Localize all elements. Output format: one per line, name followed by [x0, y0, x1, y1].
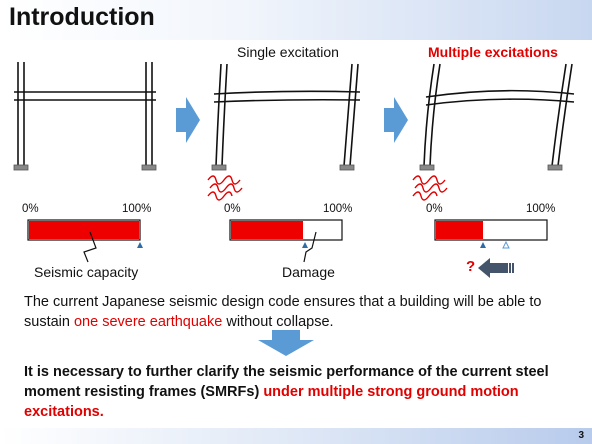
- bar1-right-label: 100%: [122, 203, 152, 215]
- marker-3-outline: [502, 240, 510, 249]
- capacity-bar-2-fill: [231, 221, 303, 239]
- leader-seismic-capacity: [83, 231, 97, 263]
- bar2-left-label: 0%: [224, 203, 241, 215]
- bar3-left-label: 0%: [426, 203, 443, 215]
- marker-1: [137, 242, 143, 248]
- right-arrow-1: [176, 97, 200, 143]
- title-bar: [0, 0, 592, 40]
- frame-undamaged: [14, 62, 156, 166]
- label-single-excitation: Single excitation: [237, 44, 339, 60]
- bar2-right-label: 100%: [323, 203, 353, 215]
- marker-3-filled: [480, 242, 486, 248]
- design-code-paragraph: The current Japanese seismic design code…: [24, 292, 584, 332]
- frame-single: [213, 63, 361, 167]
- marker-2: [302, 242, 308, 248]
- bar3-right-label: 100%: [526, 203, 556, 215]
- conclusion-text: It is necessary to further clarify the s…: [24, 364, 549, 400]
- question-mark: ?: [466, 258, 476, 275]
- label-seismic-capacity: Seismic capacity: [34, 264, 139, 280]
- footer-bar: [0, 428, 592, 444]
- bar1-left-label: 0%: [22, 203, 39, 215]
- label-multiple-excitations: Multiple excitations: [428, 44, 558, 60]
- leader-damage: [303, 231, 317, 263]
- back-arrow: [478, 258, 514, 278]
- slide-title: Introduction: [9, 3, 155, 31]
- conclusion-paragraph: It is necessary to further clarify the s…: [24, 362, 584, 422]
- capacity-bar-1-fill: [29, 221, 139, 239]
- ground-motion-wave-1: [207, 175, 243, 201]
- ground-motion-wave-2: [412, 175, 448, 201]
- frames-diagram: [13, 62, 575, 278]
- page-number: 3: [578, 430, 584, 441]
- paragraph-text: The current Japanese seismic design code…: [24, 294, 542, 330]
- paragraph-highlight: one severe earthquake: [73, 314, 223, 330]
- down-arrow-icon: [258, 330, 314, 356]
- frame-multiple: [423, 63, 575, 167]
- label-damage: Damage: [282, 264, 335, 280]
- capacity-bar-3-fill: [436, 221, 483, 239]
- paragraph-text-end: without collapse.: [222, 314, 334, 330]
- conclusion-highlight: under multiple strong ground motion exci…: [24, 384, 519, 420]
- right-arrow-2: [384, 97, 408, 143]
